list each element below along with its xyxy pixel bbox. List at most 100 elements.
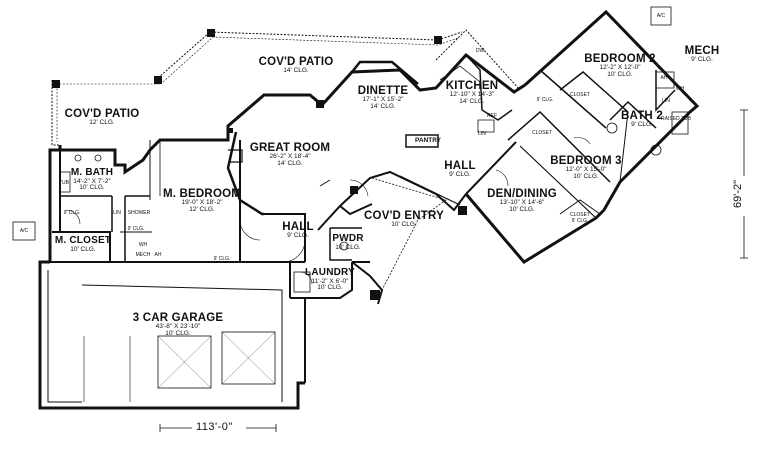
room-ceiling: 10' CLG. <box>607 70 633 78</box>
room-bedroom-2: BEDROOM 2 12'-2" X 12'-0" 10' CLG. <box>584 53 655 79</box>
room-ceiling: 9' CLG. <box>691 56 713 64</box>
exterior-wall-north <box>58 52 526 175</box>
room-mech: MECH 9' CLG. <box>685 45 720 64</box>
room-dims: 43'-8" X 23'-10" <box>155 323 201 331</box>
room-name: COV'D PATIO <box>258 56 334 68</box>
room-great-room: GREAT ROOM 26'-2" X 18'-4" 14' CLG. <box>250 142 330 168</box>
garage-exterior <box>38 260 305 410</box>
ah-mech-label: AH <box>660 75 668 81</box>
wc-ceiling-label: 9' CLG. <box>63 210 81 216</box>
room-ceiling: 10' CLG. <box>79 184 105 192</box>
lin-master-label: LIN <box>113 210 121 216</box>
room-laundry: LAUNDRY 11'-2" X 6'-0" 10' CLG. <box>305 267 355 292</box>
room-dims: 13'-10" X 14'-6" <box>499 199 545 207</box>
room-name: LAUNDRY <box>305 267 355 278</box>
dw-label: DW <box>475 48 485 54</box>
shower-label: SHOWER <box>127 210 151 216</box>
room-dinette: DINETTE 17'-1" X 15'-2" 14' CLG. <box>358 85 409 111</box>
exterior-wall-west <box>48 148 60 262</box>
columns <box>52 29 467 300</box>
garage-door-1 <box>157 335 212 389</box>
exterior-wall-east <box>464 9 700 264</box>
room-name: DINETTE <box>357 85 409 97</box>
wc-ceiling-label-2: 9' CLG. <box>127 226 145 232</box>
room-name: DEN/DINING <box>487 188 557 200</box>
room-name: COV'D ENTRY <box>364 210 444 222</box>
ref-label: REF <box>487 113 497 119</box>
room-ceiling: 9' CLG. <box>287 232 309 240</box>
garage-ceiling-note: 9' CLG. <box>213 256 231 262</box>
ah-small-label: AH <box>154 252 162 258</box>
room-dims: 17'-1" X 15'-2" <box>362 96 404 104</box>
ac-left-label: A/C <box>19 228 29 234</box>
room-ceiling: 14' CLG. <box>277 159 303 167</box>
room-name: M. BATH <box>70 167 114 178</box>
room-bath-2: BATH 2 9' CLG. <box>621 110 663 129</box>
room-covd-patio-left: COV'D PATIO 12' CLG. <box>65 108 140 127</box>
garage-door-2 <box>221 331 276 385</box>
lin-kitchen-label: LIN <box>478 131 486 137</box>
ac-pad-left <box>12 221 36 241</box>
pantry-label: PANTRY <box>415 137 441 144</box>
room-covd-entry: COV'D ENTRY 10' CLG. <box>364 210 444 229</box>
room-ceiling: 10' CLG. <box>391 221 417 229</box>
room-hall-center: HALL 9' CLG. <box>444 160 475 179</box>
covd-patio-left-outline <box>51 80 60 146</box>
room-ceiling: 14' CLG. <box>459 97 485 105</box>
closet-den-label: CLOSET <box>531 130 553 136</box>
room-name: COV'D PATIO <box>64 108 140 120</box>
room-bedroom-3: BEDROOM 3 12'-0" X 15'-0" 10' CLG. <box>550 155 621 181</box>
room-ceiling: 9' CLG. <box>449 171 471 179</box>
room-dims: 12'-0" X 15'-0" <box>565 166 607 174</box>
room-name: PWDR <box>332 233 364 244</box>
room-dims: 14'-2" X 7'-2" <box>73 177 111 185</box>
ac-right-label: A/C <box>656 13 666 19</box>
room-dims: 19'-0" X 18'-2" <box>181 199 223 207</box>
overall-width-dimension: 113'-0" <box>196 421 233 433</box>
room-name: BATH 2 <box>621 110 663 122</box>
room-name: HALL <box>444 160 476 172</box>
room-name: HALL <box>282 221 314 233</box>
tub-label: TUB <box>59 180 69 186</box>
room-ceiling: 10' CLG. <box>335 243 361 251</box>
room-ceiling: 10' CLG. <box>509 205 535 213</box>
raised-tub-label: RAISED TUB <box>661 116 691 122</box>
room-name: BEDROOM 2 <box>584 53 656 65</box>
room-ceiling: 10' CLG. <box>317 284 343 292</box>
room-name: 3 CAR GARAGE <box>132 312 224 324</box>
room-ceiling: 14' CLG. <box>370 102 396 110</box>
room-name: M. CLOSET <box>54 235 112 246</box>
mech-small-label: MECH <box>135 252 151 258</box>
room-dims: 12'-10" X 14'-3" <box>449 91 495 99</box>
wh-mech-label: WH <box>675 86 685 92</box>
room-pwdr: PWDR 10' CLG. <box>332 233 364 251</box>
room-ceiling: 10' CLG. <box>165 329 191 337</box>
room-name: MECH <box>684 45 720 57</box>
room-name: M. BEDROOM <box>162 188 242 200</box>
room-dims: 11'-2" X 6'-0" <box>311 277 349 285</box>
room-ceiling: 9' CLG. <box>631 121 653 129</box>
lin-b2-label: LIN <box>662 98 670 104</box>
room-name: GREAT ROOM <box>249 142 331 154</box>
room-den-dining: DEN/DINING 13'-10" X 14'-6" 10' CLG. <box>487 188 557 214</box>
room-m-closet: M. CLOSET 10' CLG. <box>54 235 112 253</box>
room-ceiling: 10' CLG. <box>70 245 96 253</box>
ac-pad-right <box>650 6 672 26</box>
room-ceiling: 10' CLG. <box>573 172 599 180</box>
wh-small-label: WH <box>138 242 148 248</box>
closet-b3-ceiling: 9' CLG. <box>571 218 589 224</box>
room-dims: 26'-2" X 18'-4" <box>269 153 311 161</box>
room-covd-patio-top: COV'D PATIO 14' CLG. <box>259 56 334 75</box>
room-kitchen: KITCHEN 12'-10" X 14'-3" 14' CLG. <box>446 80 499 106</box>
room-hall-left: HALL 9' CLG. <box>282 221 313 240</box>
bdr2-ceiling-small: 9' CLG. <box>536 97 554 103</box>
overall-depth-dimension: 69'-2" <box>732 179 745 209</box>
room-ceiling: 14' CLG. <box>283 67 309 75</box>
closet-b2-label: CLOSET <box>569 92 591 98</box>
room-m-bedroom: M. BEDROOM 19'-0" X 18'-2" 12' CLG. <box>163 188 241 214</box>
pantry-box <box>405 134 439 148</box>
room-m-bath: M. BATH 14'-2" X 7'-2" 10' CLG. <box>70 167 114 192</box>
closet-b3-label: CLOSET <box>569 212 591 218</box>
room-ceiling: 12' CLG. <box>89 119 115 127</box>
